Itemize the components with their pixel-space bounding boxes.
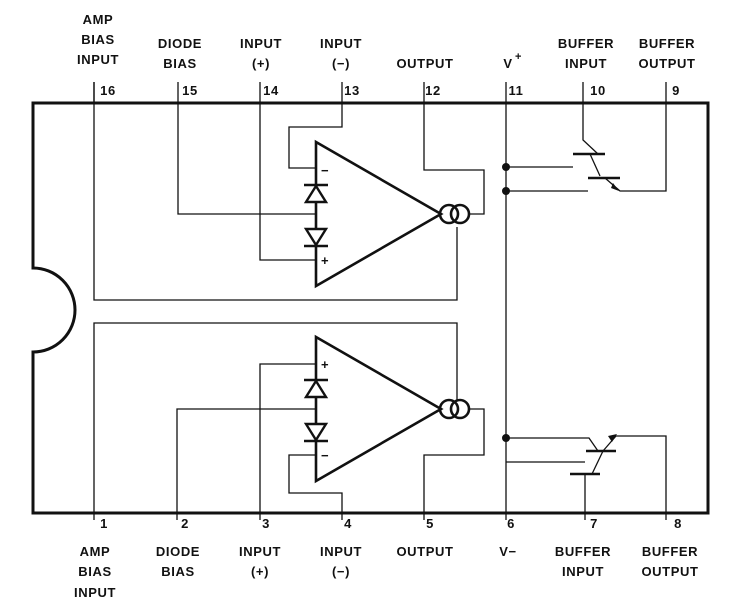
pin4-number: 4 [344,516,352,531]
pin5-label-line1: OUTPUT [396,544,453,559]
pin15-label-line2: BIAS [163,56,196,71]
bottom-buffer-collector [506,437,599,452]
bottom-buffer-emitter [591,450,604,475]
op-amp-triangle [314,334,444,484]
pin1-label-line2: BIAS [78,564,111,579]
pin14-wire [259,82,316,261]
pin9-label-line1: BUFFER [639,36,695,51]
package-outline [31,101,710,515]
pin16-label-line3: INPUT [77,52,119,67]
pin14-number: 14 [263,83,279,98]
pin3-label-line1: INPUT [239,544,281,559]
amplifier-bottom: + − [93,322,485,513]
pin5-number: 5 [426,516,434,531]
pin13-wire [288,82,343,169]
minus-input-sign: − [321,448,329,463]
plus-input-sign: + [321,357,329,372]
supply-and-buffers [502,82,667,513]
pin4-wire [288,454,343,513]
pin15-wire [177,82,316,215]
pin16-label-line2: BIAS [81,32,114,47]
pin14-label-line2: (+) [252,56,270,71]
amplifier-top: − + [93,82,485,301]
pin2-wire [176,408,316,513]
pin12-label-line1: OUTPUT [396,56,453,71]
pin9-wire [604,82,667,192]
top-buffer-transistor1-emitter [589,153,601,177]
output-circle-right [449,398,471,420]
pin7-label-line2: INPUT [562,564,604,579]
pin2-label-line1: DIODE [156,544,200,559]
output-circle-left [438,398,460,420]
pin16-number: 16 [100,83,116,98]
pin2-label-line2: BIAS [161,564,194,579]
pin6-label-line1: V− [499,544,516,559]
pin12-wire [423,82,485,215]
diode-upper [303,378,329,399]
pin15-label-line1: DIODE [158,36,202,51]
output-circle-right [449,203,471,225]
pin11-label-line1: V [503,56,512,71]
pin16-label-line1: AMP [83,12,114,27]
pin13-label-line1: INPUT [320,36,362,51]
pin10-number: 10 [590,83,606,98]
pin8-label-line1: BUFFER [642,544,698,559]
pin8-wire [602,435,667,513]
emitter-arrow [608,434,617,442]
pin9-label-line2: OUTPUT [638,56,695,71]
pin14-label-line1: INPUT [240,36,282,51]
top-pin-labels: AMP BIAS INPUT 16 DIODE BIAS 15 INPUT (+… [77,12,695,98]
pin3-label-line2: (+) [251,564,269,579]
minus-input-sign: − [321,163,329,178]
pin11-number: 11 [509,83,524,98]
pin13-label-line2: (−) [332,56,350,71]
v-plus-superscript: + [515,51,522,63]
pin8-label-line2: OUTPUT [641,564,698,579]
pin10-label-line2: INPUT [565,56,607,71]
emitter-arrow [611,183,619,191]
diode-lower [303,227,329,248]
pin16-wire [93,82,458,301]
pin2-number: 2 [181,516,189,531]
pin15-number: 15 [182,83,198,98]
pin6-number: 6 [507,516,515,531]
pin-stubs [93,82,667,520]
pin8-number: 8 [674,516,682,531]
pin1-label-line1: AMP [80,544,111,559]
diode-upper [303,183,329,204]
diode-lower [303,422,329,443]
pin4-label-line2: (−) [332,564,350,579]
output-circle-left [438,203,460,225]
pin3-number: 3 [262,516,270,531]
pin1-wire [93,322,458,513]
pin13-number: 13 [344,83,360,98]
pin10-wire [582,82,599,155]
pin12-number: 12 [425,83,441,98]
op-amp-triangle [314,139,444,289]
pin1-number: 1 [100,516,108,531]
pin7-label-line1: BUFFER [555,544,611,559]
pin9-number: 9 [672,83,680,98]
plus-input-sign: + [321,253,329,268]
pin7-number: 7 [590,516,598,531]
pin5-wire [423,408,485,513]
bottom-pin-labels: 1 AMP BIAS INPUT 2 DIODE BIAS 3 INPUT (+… [74,516,698,600]
pin3-wire [259,363,316,513]
pin4-label-line1: INPUT [320,544,362,559]
pin10-label-line1: BUFFER [558,36,614,51]
pin1-label-line3: INPUT [74,585,116,600]
